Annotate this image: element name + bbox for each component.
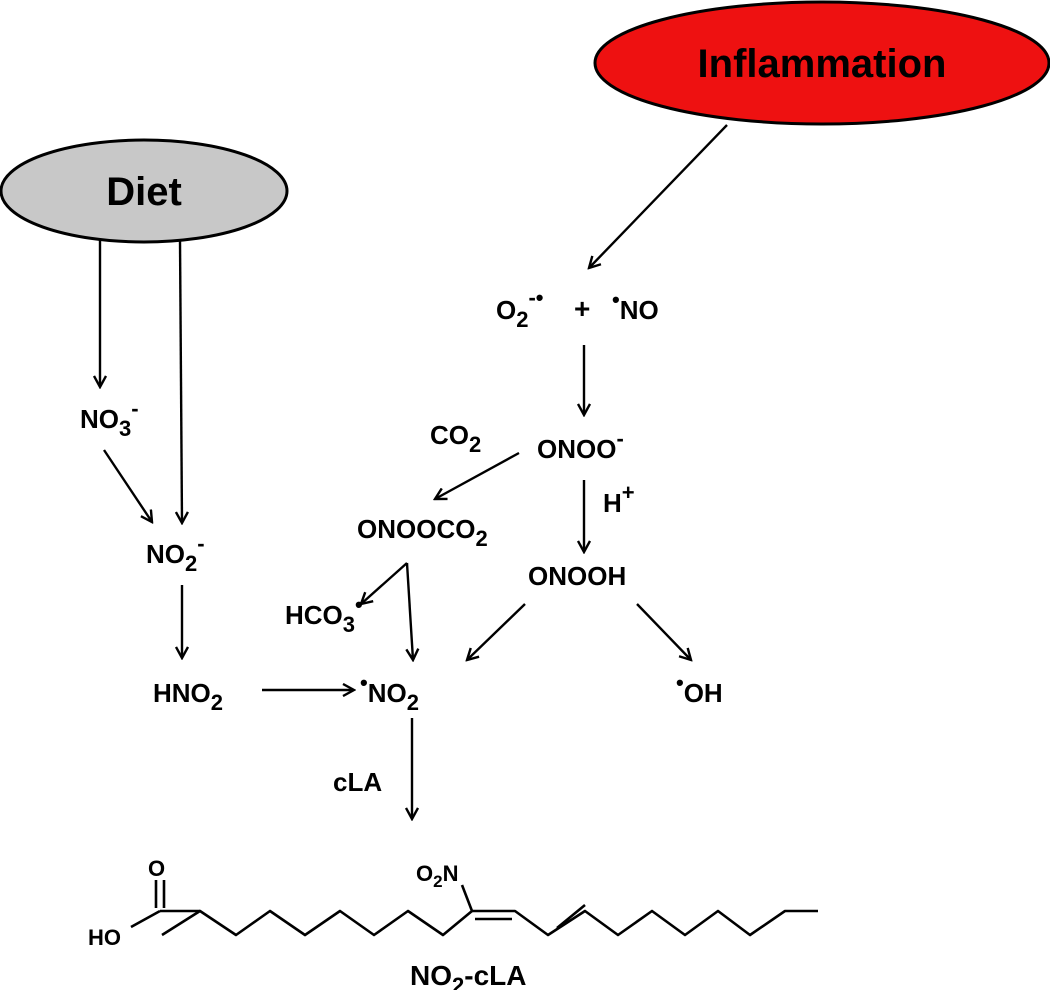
nitro-conjugated-linoleic-acid-structure: O HO O2N xyxy=(88,856,818,950)
nitric-oxide-label: •NO xyxy=(612,287,659,325)
peroxynitrite-label: ONOO- xyxy=(537,426,624,464)
arrow-peroxynitrous-acid-to-hydroxyl xyxy=(636,603,691,660)
hydroxyl-group-label: HO xyxy=(88,925,121,950)
inflammation-node: Inflammation xyxy=(593,0,1050,126)
arrow-peroxynitrous-acid-to-nitrogen-dioxide xyxy=(467,603,526,660)
nitrous-acid-label: HNO2 xyxy=(153,678,223,715)
cla-label: cLA xyxy=(333,767,382,797)
proton-label: H+ xyxy=(603,480,635,518)
diet-ellipse xyxy=(0,138,289,244)
carboxyl-oh-bond xyxy=(130,909,161,929)
nitro-group-label: O2N xyxy=(416,861,458,891)
diet-label: Diet xyxy=(106,170,182,214)
carbonate-radical-label: HCO3• xyxy=(285,592,363,637)
arrow-peroxynitrite-to-nitrosoperoxycarbonate xyxy=(435,451,520,499)
arrow-nitrosoperoxycarbonate-to-nitrogen-dioxide xyxy=(407,562,413,660)
hydroxyl-radical-label: •OH xyxy=(676,670,723,708)
nitrate-label: NO3- xyxy=(80,396,139,441)
nitrosoperoxycarbonate-label: ONOOCO2 xyxy=(357,514,488,551)
arrow-nitrosoperoxycarbonate-to-carbonate-radical xyxy=(361,562,408,604)
inflammation-ellipse xyxy=(593,0,1050,126)
carbon-chain-bond xyxy=(161,909,473,937)
arrow-diet-to-nitrite xyxy=(180,239,182,523)
nitro-substituent-bond xyxy=(460,884,474,912)
carbonyl-oxygen-label: O xyxy=(148,856,165,881)
arrow-inflammation-to-radicals xyxy=(589,124,728,268)
peroxynitrous-acid-label: ONOOH xyxy=(528,561,626,591)
second-alkene-inner-bond xyxy=(556,903,586,930)
nitrogen-dioxide-label: •NO2 xyxy=(360,670,419,715)
diet-node: Diet xyxy=(0,138,289,244)
alkene-and-tail-bond xyxy=(472,909,818,937)
inflammation-label: Inflammation xyxy=(698,42,947,86)
nitrite-label: NO2- xyxy=(146,531,205,576)
arrow-nitrate-to-nitrite xyxy=(103,449,152,522)
superoxide-label: O2-• xyxy=(496,285,544,332)
product-name-label: NO2-cLA xyxy=(410,960,526,990)
co2-label: CO2 xyxy=(430,420,481,457)
plus-sign: + xyxy=(574,293,590,324)
